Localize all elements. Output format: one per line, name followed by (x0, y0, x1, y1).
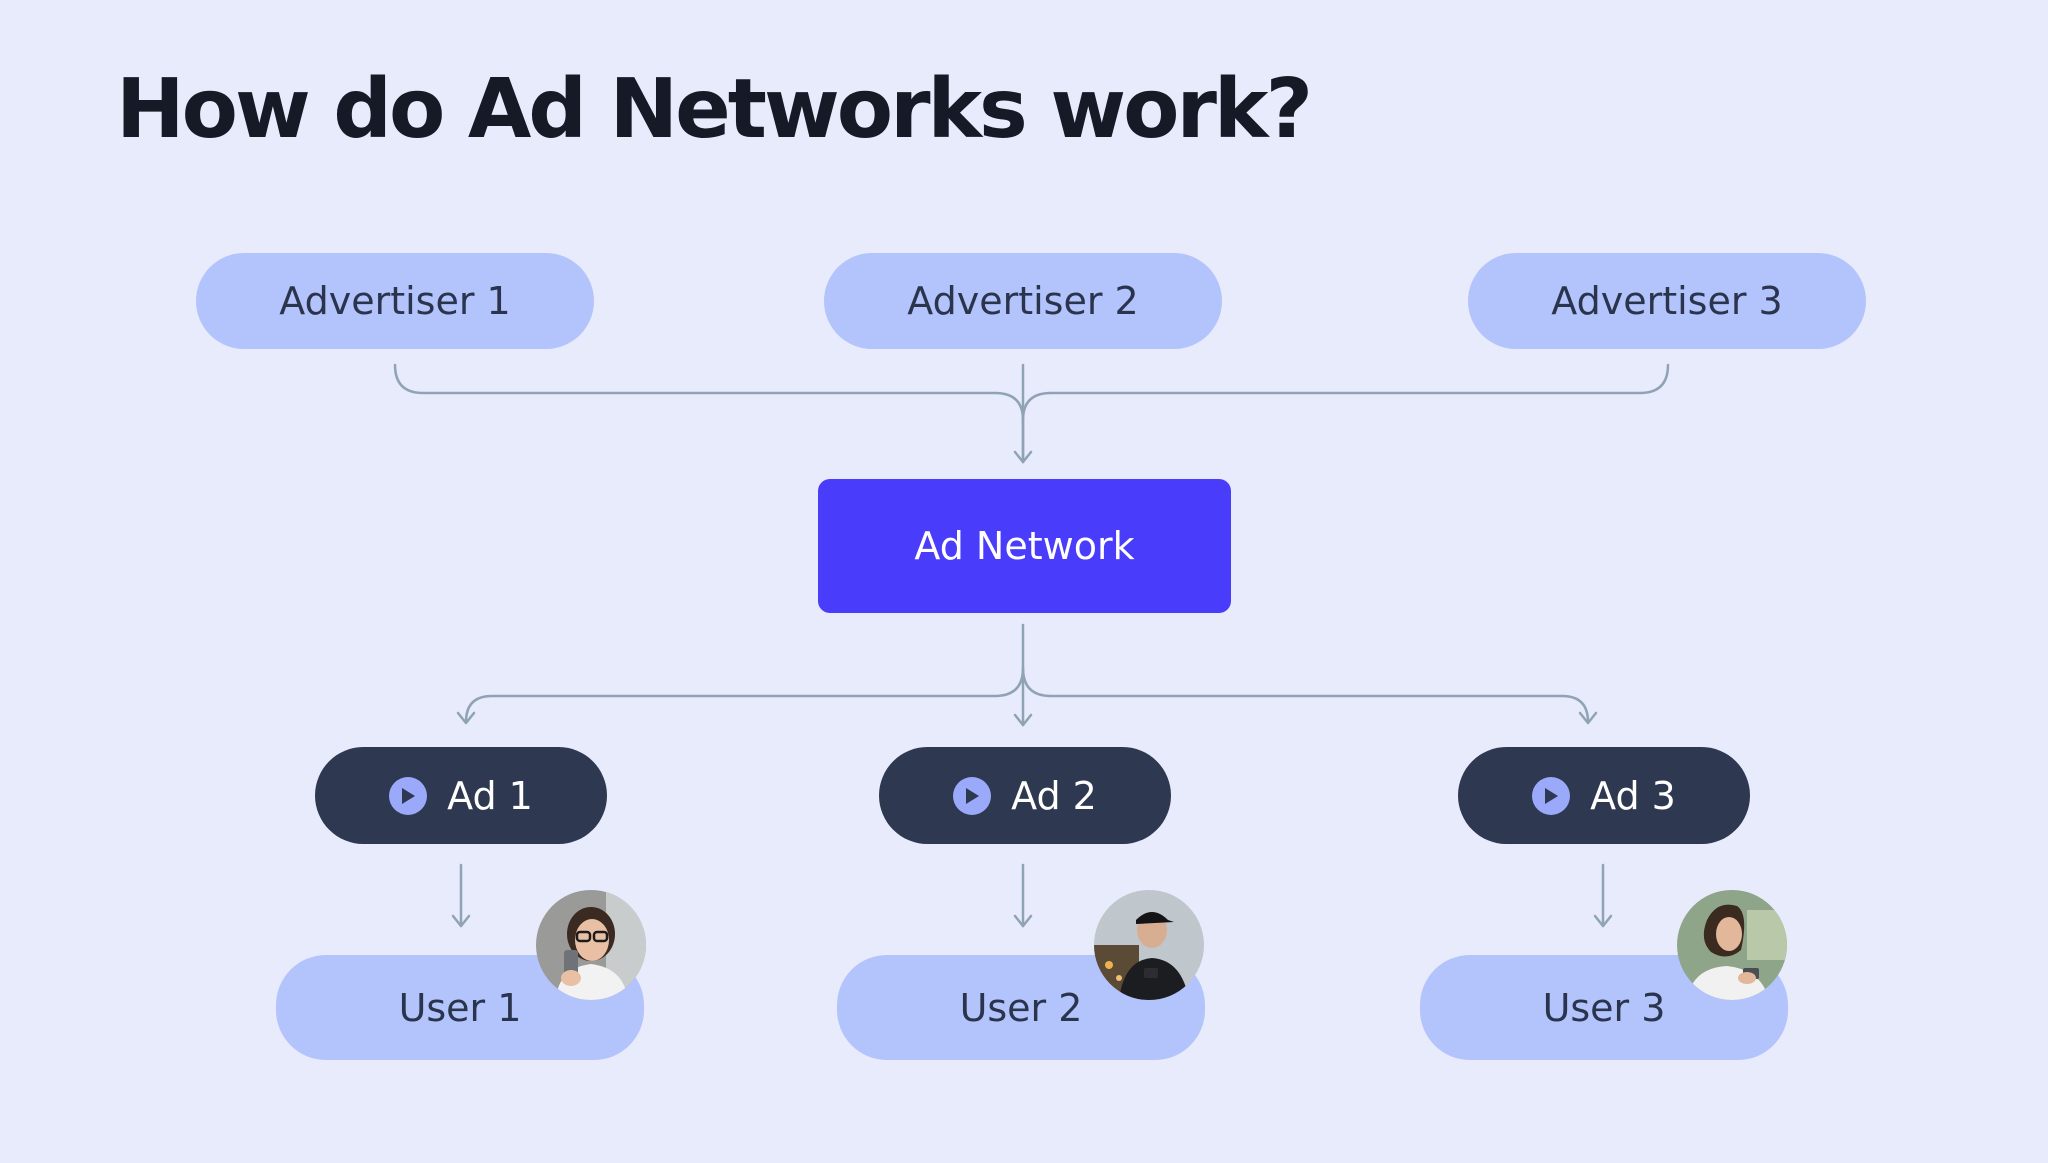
arrowhead-user-3 (1593, 914, 1613, 928)
arrowhead-user-2 (1013, 914, 1033, 928)
advertiser-1-node: Advertiser 1 (196, 253, 594, 349)
user-3-label: User 3 (1542, 985, 1666, 1030)
ad-2-label: Ad 2 (1011, 773, 1097, 818)
arrowhead-ad-3 (1578, 711, 1598, 725)
advertiser-2-node: Advertiser 2 (824, 253, 1222, 349)
connector-advertiser-1 (393, 363, 1025, 464)
advertiser-3-node: Advertiser 3 (1468, 253, 1866, 349)
ad-2-node: Ad 2 (879, 747, 1171, 844)
arrowhead-user-1 (451, 914, 471, 928)
page-title: How do Ad Networks work? (116, 62, 1313, 157)
ad-network-label: Ad Network (914, 524, 1135, 568)
advertiser-1-label: Advertiser 1 (279, 279, 511, 323)
connector-ad-3 (1021, 666, 1590, 724)
play-icon (1532, 776, 1571, 815)
user-3-avatar (1677, 890, 1787, 1000)
ad-1-label: Ad 1 (447, 773, 533, 818)
user-1-label: User 1 (398, 985, 522, 1030)
play-icon (953, 776, 992, 815)
ad-1-node: Ad 1 (315, 747, 607, 844)
connector-advertiser-3 (1021, 363, 1670, 422)
ad-3-node: Ad 3 (1458, 747, 1750, 844)
advertiser-3-label: Advertiser 3 (1551, 279, 1783, 323)
arrowhead-ad-2 (1013, 713, 1033, 727)
ad-network-node: Ad Network (818, 479, 1231, 613)
arrowhead-network (1013, 450, 1033, 464)
user-2-avatar (1094, 890, 1204, 1000)
play-icon (389, 776, 428, 815)
user-1-avatar (536, 890, 646, 1000)
connector-ad-1 (464, 623, 1025, 724)
ad-3-label: Ad 3 (1590, 773, 1676, 818)
arrowhead-ad-1 (456, 711, 476, 725)
user-2-label: User 2 (959, 985, 1083, 1030)
advertiser-2-label: Advertiser 2 (907, 279, 1139, 323)
